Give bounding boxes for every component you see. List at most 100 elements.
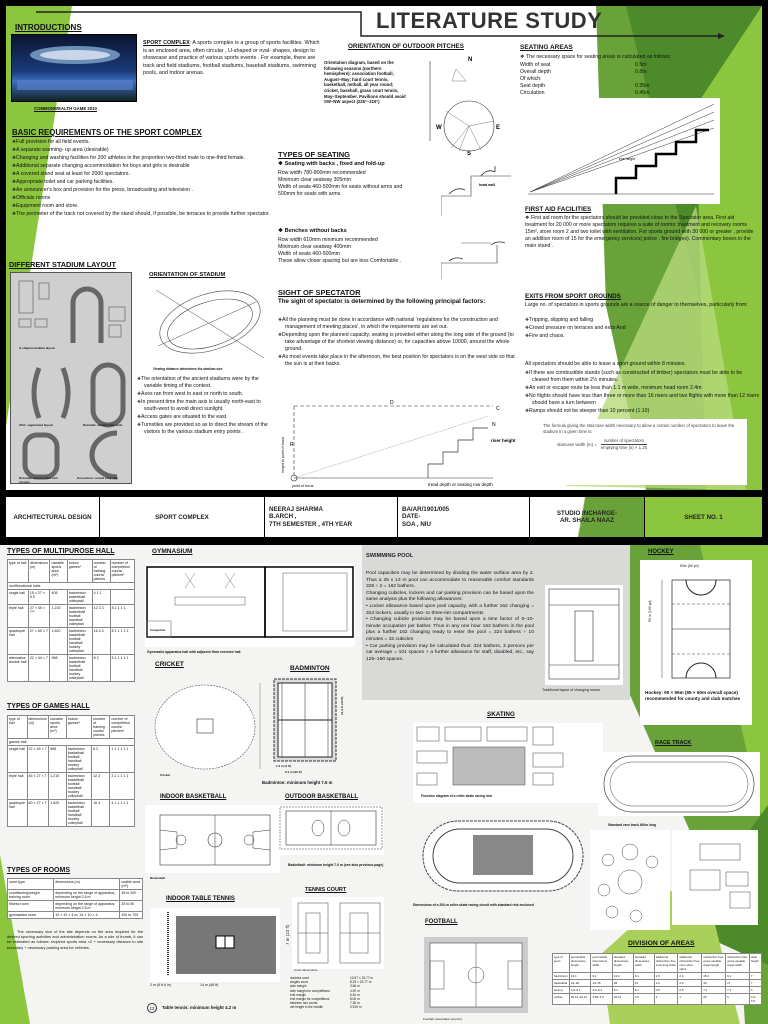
exits-time-rule: All spectators should be able to leave a… <box>525 361 686 367</box>
exit-hazard-item: Fire and chaos. <box>525 332 725 340</box>
table-cell: 17 <box>725 979 750 987</box>
table-tennis-dim-2: 14 m (46 ft) <box>200 983 219 987</box>
tennis-court-diagram <box>292 897 384 969</box>
stadium-orientation-diagram <box>155 289 265 359</box>
table-cell: 6.1 <box>632 972 655 980</box>
page-title: LITERATURE STUDY <box>376 8 603 33</box>
table-cell: 7.1 <box>725 986 750 994</box>
staircase-formula-box: The formula giving the staircase width n… <box>537 419 747 485</box>
badminton-dim-1: 1.2 m (4 ft) <box>276 764 292 768</box>
tennis-dimension-label: side margin for competitions <box>290 988 330 993</box>
column-header: number of training courts/ pitches <box>91 559 111 583</box>
orientation-stadium-heading: ORIENTATION OF STADIUM <box>149 272 226 278</box>
layout-caption-rotunda: Rotunda: semicircular ends <box>83 423 123 427</box>
dimension-label: Circulation <box>520 90 545 96</box>
table-group-row: multifunctional halls <box>7 582 135 590</box>
table-cell: badminton basketball football handball h… <box>65 772 93 800</box>
head-wall-label: head wall <box>479 183 495 187</box>
column-header: permissible dimensions length <box>568 953 592 973</box>
formula-denominator: emptying time (s) × 1.25 <box>600 445 647 450</box>
dimension-n: N <box>492 422 496 428</box>
basic-requirements-heading: BASIC REQUIREMENTS OF THE SPORT COMPLEX <box>12 128 202 137</box>
fixed-seat-diagram: head wall <box>441 166 511 216</box>
outdoor-basketball-caption: Basketball: minimum height 7.0 m (see al… <box>288 863 384 867</box>
date-label: DATE- <box>402 513 421 521</box>
table-cell: 1,215 <box>48 772 67 800</box>
tennis-dimension-value: 0.915 m <box>350 1005 362 1010</box>
table-cell: 100 to 700 <box>119 911 143 919</box>
bench-spec-line: Row width 610mm minimum recommended <box>278 237 378 243</box>
sight-lead: The sight of spectator is determined by … <box>278 298 486 305</box>
intro-heading: INTRODUCTIONS <box>15 23 82 32</box>
studio-cell: STUDIO INCHARGE- AR. SHAILA NAAZ <box>530 497 645 537</box>
table-cell: 6.1 <box>611 986 634 994</box>
cricket-caption: Cricket <box>160 773 171 777</box>
table-cell: 30 <box>701 979 727 987</box>
division-heading: DIVISION OF AREAS <box>628 940 695 947</box>
column-header: type of sport <box>552 953 570 973</box>
column-header: number of training courts/ pitches <box>91 715 111 739</box>
project-cell: SPORT COMPLEX <box>100 497 265 537</box>
orientation-facts-list: The orientation of the ancient stadiums … <box>137 375 272 436</box>
race-track-diagram <box>598 752 760 816</box>
tennis-dimension-value: 4.00 m <box>350 988 360 993</box>
sight-factor-item: As most events take place in the afterno… <box>278 353 518 368</box>
table-cell: quadruple hall <box>7 799 28 827</box>
table-cell: 968 <box>48 745 67 773</box>
table-cell: 8 2 <box>91 745 111 773</box>
table-cell: badminton basketball football handball h… <box>66 627 93 655</box>
outdoor-pitches-heading: ORIENTATION OF OUTDOOR PITCHES <box>348 43 464 50</box>
games-hall-heading: TYPES OF GAMES HALL <box>7 703 90 710</box>
table-cell: 12 3 <box>91 772 111 800</box>
football-caption: Football, association (soccer) <box>423 1017 463 1021</box>
first-aid-heading: FIRST AID FACILITIES <box>525 206 592 213</box>
table-cell: 15 <box>632 979 655 987</box>
requirement-item: Full provision for all field events. <box>12 138 277 146</box>
skating-circuit-diagram <box>422 820 584 892</box>
table-cell: 4 <box>748 986 763 994</box>
exit-hazards-list: Tripping, slipping and fallingCrowd pres… <box>525 316 725 340</box>
subject-cell: ARCHITECTURAL DESIGN <box>6 497 100 537</box>
site-size-text: The necessary size of the site depends o… <box>7 929 143 950</box>
table-cell: 8 2 <box>91 654 111 682</box>
group-label: multifunctional halls <box>7 582 135 590</box>
table-cell: 4 1 1 <box>91 589 111 605</box>
column-header: clear height <box>748 953 763 973</box>
table-cell: 15.4 <box>701 972 727 980</box>
table-cell: 1 <box>677 993 703 1005</box>
outdoor-basketball-court <box>278 805 384 855</box>
photo-caption: COMMONWEALTH GAME 2010 <box>34 106 97 111</box>
sightline-stair-diagram: eye height <box>524 98 720 204</box>
table-cell: 4 1 1 1 1 1 <box>109 799 135 827</box>
first-aid-text: ❖ First aid room for the spectators shou… <box>525 215 754 249</box>
race-track-caption: Standard race track 400m long <box>608 823 657 827</box>
stadium-layout-diagrams: U-shaped stadium layout USA: segmented l… <box>10 272 132 484</box>
table-cell: 1,620 <box>49 627 68 655</box>
sport-complex-term: SPORT COMPLEX <box>143 40 190 46</box>
dimension-label: Overall depth <box>520 69 551 75</box>
riser-label: riser height <box>491 438 516 443</box>
column-header: type of hall <box>7 715 28 739</box>
table-cell: 35 to 200 <box>119 889 143 901</box>
roll-cell: BA/AR/1901/005 DATE- SOA , NIU <box>398 497 530 537</box>
badminton-caption: Badminton: minimum height 7.6 m <box>262 780 333 785</box>
basic-requirements-list: Full provision for all field events.A se… <box>12 138 277 218</box>
table-cell: quadruple hall <box>7 627 29 655</box>
school-name: SOA , NIU <box>402 520 431 528</box>
table-cell: 22 × 44 × 7 <box>27 654 51 682</box>
student-course: B.ARCH , <box>269 513 297 521</box>
swimming-para: • Changing cubicle provision may be base… <box>366 617 534 642</box>
table-cell: 6 <box>725 993 750 1005</box>
